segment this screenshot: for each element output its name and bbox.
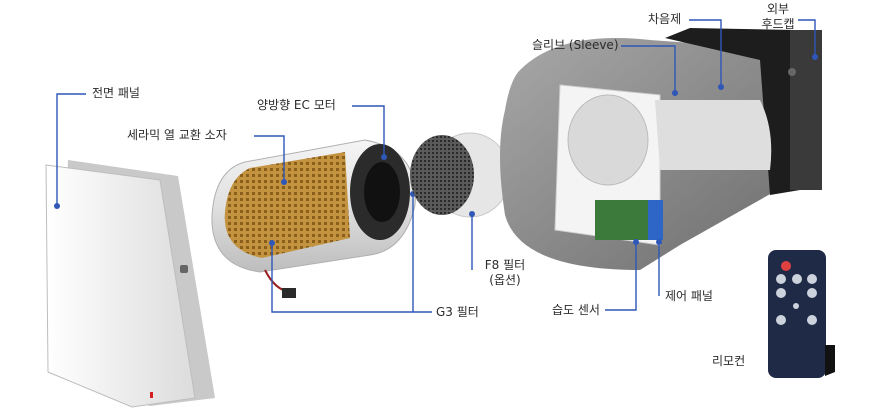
leader-humidity-sensor [605,242,637,311]
label-ceramic-exchanger: 세라믹 열 교환 소자 [127,128,227,142]
leader-outer-hood [798,19,816,57]
f8-filter-illustration [410,132,511,218]
leader-ceramic-exchanger [254,135,285,182]
label-humidity-sensor: 습도 센서 [552,303,600,317]
label-f8-filter: F8 필터 (옵션) [475,258,535,288]
leader-sound-absorber [689,19,722,87]
heat-exchanger-illustration [211,139,416,298]
label-remote: 리모컨 [712,354,746,368]
label-control-panel: 제어 패널 [665,289,713,303]
label-g3-filter: G3 필터 [436,305,479,319]
leader-sleeve [621,45,676,93]
leader-g3-filter [271,194,414,313]
label-outer-hood-line2: 후드캡 [761,17,795,31]
leader-ec-motor [352,105,385,157]
label-sleeve: 슬리브 (Sleeve) [532,38,619,52]
leader-front-panel [56,93,86,206]
label-ec-motor: 양방향 EC 모터 [257,98,336,112]
label-f8-filter-line2: (옵션) [489,273,521,287]
label-f8-filter-line1: F8 필터 [484,258,526,272]
label-front-panel: 전면 패널 [92,86,140,100]
label-sound-absorber: 차음제 [648,12,682,26]
sleeve-illustration [500,28,822,270]
remote-illustration [768,250,835,378]
front-panel-illustration [45,160,215,408]
label-outer-hood-line1: 외부 [766,2,790,16]
label-outer-hood: 외부 후드캡 [758,2,798,32]
leader-lines [56,19,816,313]
